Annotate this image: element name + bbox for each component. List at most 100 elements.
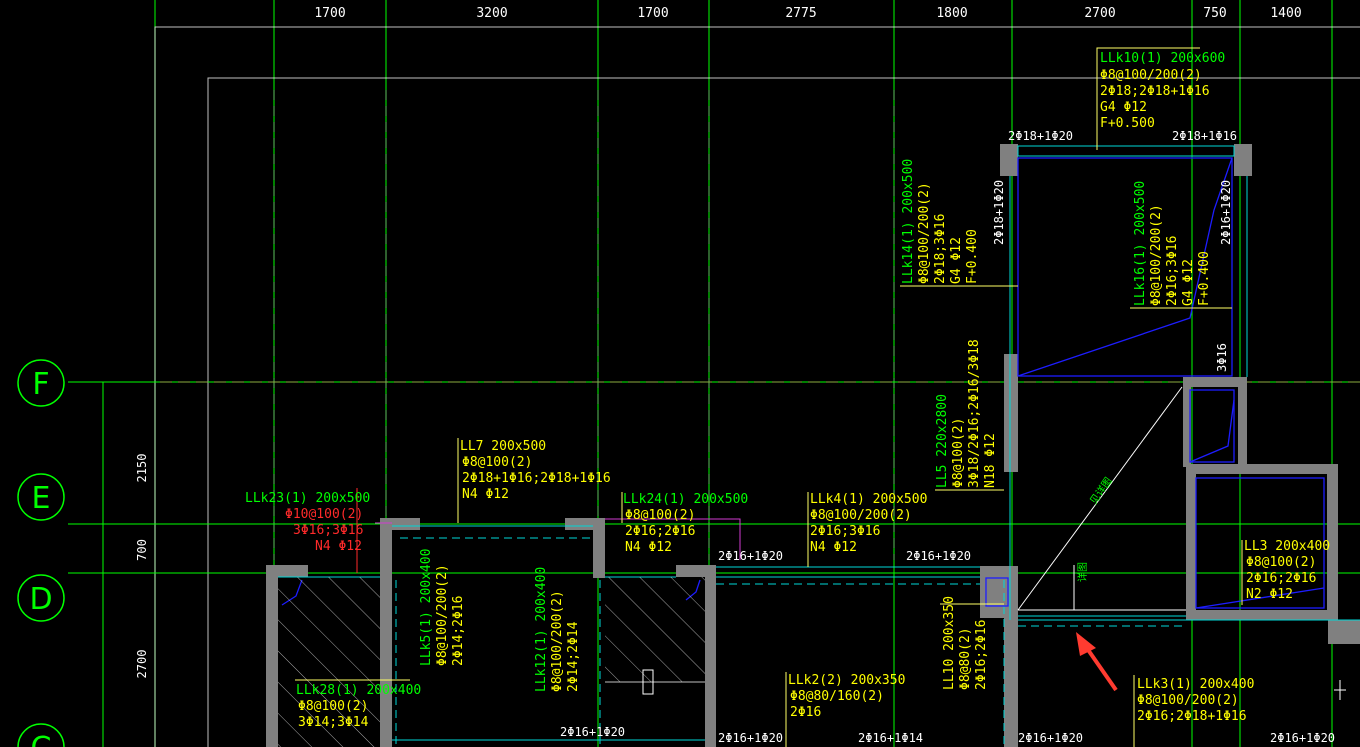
llk23-line-2: Φ10@100(2) <box>285 507 363 522</box>
rebar-a1: 2Φ16+1Φ20 <box>718 549 783 563</box>
ll10-line-3: 2Φ16;2Φ16 <box>974 620 989 690</box>
llk2-line-2: Φ8@80/160(2) <box>790 689 884 704</box>
llk23-line-3: 3Φ16;3Φ16 <box>293 523 363 538</box>
llk16-line-5: F+0.400 <box>1197 251 1212 306</box>
beam-label-llk10[interactable]: LLk10(1) 200x600 Φ8@100/200(2) 2Φ18;2Φ18… <box>1100 51 1225 131</box>
rebar-top-left: 2Φ18+1Φ20 <box>1008 129 1073 143</box>
ll10-line-1: LL10 200x350 <box>942 596 957 690</box>
ll7-line-3: 2Φ18+1Φ16;2Φ18+1Φ16 <box>462 471 611 486</box>
llk4-line-1: LLk4(1) 200x500 <box>810 492 927 507</box>
magenta-lines <box>375 518 741 560</box>
ll3-line-2: Φ8@100(2) <box>1246 555 1316 570</box>
red-arrow-icon <box>1076 632 1118 692</box>
beam-label-llk12[interactable]: LLk12(1) 200x400 Φ8@100/200(2) 2Φ14;2Φ14 <box>534 567 581 692</box>
ll3-line-3: 2Φ16;2Φ16 <box>1246 571 1316 586</box>
llk10-line-4: G4 Φ12 <box>1100 100 1147 115</box>
beam-label-llk28[interactable]: LLk28(1) 200x400 Φ8@100(2) 3Φ14;3Φ14 <box>296 683 421 730</box>
vdim-3: 2700 <box>135 650 149 679</box>
dim-4: 2775 <box>785 6 816 21</box>
stair-note: 见详图 <box>1087 475 1115 507</box>
llk5-line-1: LLk5(1) 200x400 <box>419 549 434 666</box>
llk5-line-2: Φ8@100/200(2) <box>435 564 450 666</box>
llk28-line-1: LLk28(1) 200x400 <box>296 683 421 698</box>
ll5-line-2: Φ8@100(2) <box>951 418 966 488</box>
beam-label-llk2[interactable]: LLk2(2) 200x350 Φ8@80/160(2) 2Φ16 <box>788 673 905 720</box>
dim-1: 1700 <box>314 6 345 21</box>
label-leaders <box>295 47 1243 747</box>
rebar-b4: 2Φ16+1Φ20 <box>1018 731 1083 745</box>
llk4-line-4: N4 Φ12 <box>810 540 857 555</box>
beam-label-ll5[interactable]: LL5 220x2800 Φ8@100(2) 3Φ18/2Φ16;2Φ16/3Φ… <box>935 339 998 488</box>
llk12-line-2: Φ8@100/200(2) <box>550 590 565 692</box>
ll7-line-1: LL7 200x500 <box>460 439 546 454</box>
llk24-line-3: 2Φ16;2Φ16 <box>625 524 695 539</box>
llk24-line-2: Φ8@100(2) <box>625 508 695 523</box>
llk16-line-4: G4 Φ12 <box>1181 259 1196 306</box>
beam-label-llk14[interactable]: LLk14(1) 200x500 Φ8@100/200(2) 2Φ18;3Φ16… <box>901 159 980 284</box>
axis-bubble-c[interactable]: C <box>17 723 65 747</box>
vdim-1: 2150 <box>135 454 149 483</box>
axis-bubble-d[interactable]: D <box>17 574 65 622</box>
llk24-line-1: LLk24(1) 200x500 <box>623 492 748 507</box>
slab-edges <box>281 157 1325 609</box>
llk10-line-1: LLk10(1) 200x600 <box>1100 51 1225 66</box>
llk28-line-3: 3Φ14;3Φ14 <box>298 715 369 730</box>
rebar-top-right: 2Φ18+1Φ16 <box>1172 129 1237 143</box>
dim-8: 1400 <box>1270 6 1301 21</box>
ll5-line-1: LL5 220x2800 <box>935 394 950 488</box>
misc-markers <box>642 669 1346 700</box>
rebar-right-vert: 2Φ16+1Φ20 <box>1219 180 1233 245</box>
axis-bubble-e[interactable]: E <box>17 473 65 521</box>
dashed-grid-lines <box>273 90 895 560</box>
rebar-a2: 2Φ16+1Φ20 <box>906 549 971 563</box>
llk12-line-1: LLk12(1) 200x400 <box>534 567 549 692</box>
dim-6: 2700 <box>1084 6 1115 21</box>
axis-label-d: D <box>29 582 52 617</box>
dim-7: 750 <box>1203 6 1226 21</box>
ll5-line-4: N18 Φ12 <box>983 433 998 488</box>
llk23-line-4: N4 Φ12 <box>315 539 362 554</box>
beam-label-llk23[interactable]: LLk23(1) 200x500 Φ10@100(2) 3Φ16;3Φ16 N4… <box>245 491 370 554</box>
llk4-line-2: Φ8@100/200(2) <box>810 508 912 523</box>
llk23-line-1: LLk23(1) 200x500 <box>245 491 370 506</box>
dim-5: 1800 <box>936 6 967 21</box>
ll3-line-1: LL3 200x400 <box>1244 539 1330 554</box>
beam-label-llk24[interactable]: LLk24(1) 200x500 Φ8@100(2) 2Φ16;2Φ16 N4 … <box>623 492 748 555</box>
hatch-note: 详图 <box>1076 562 1089 582</box>
llk2-line-3: 2Φ16 <box>790 705 821 720</box>
beam-label-ll3[interactable]: LL3 200x400 Φ8@100(2) 2Φ16;2Φ16 N2 Φ12 <box>1244 539 1330 602</box>
axis-bubble-f[interactable]: F <box>17 359 65 407</box>
beam-label-ll10[interactable]: LL10 200x350 Φ8@80(2) 2Φ16;2Φ16 <box>942 596 989 690</box>
rebar-b1: 2Φ16+1Φ20 <box>560 725 625 739</box>
vdim-2: 700 <box>135 539 149 561</box>
llk10-line-2: Φ8@100/200(2) <box>1100 68 1202 83</box>
rebar-b2: 2Φ16+1Φ20 <box>718 731 783 745</box>
beam-label-llk4[interactable]: LLk4(1) 200x500 Φ8@100/200(2) 2Φ16;3Φ16 … <box>810 492 927 555</box>
llk10-line-3: 2Φ18;2Φ18+1Φ16 <box>1100 84 1210 99</box>
ll7-line-2: Φ8@100(2) <box>462 455 532 470</box>
llk10-line-5: F+0.500 <box>1100 116 1155 131</box>
rebar-left-vert: 2Φ18+1Φ20 <box>992 180 1006 245</box>
llk4-line-3: 2Φ16;3Φ16 <box>810 524 880 539</box>
rebar-b3: 2Φ16+1Φ14 <box>858 731 923 745</box>
beam-label-ll7[interactable]: LL7 200x500 Φ8@100(2) 2Φ18+1Φ16;2Φ18+1Φ1… <box>460 439 611 502</box>
llk3-line-1: LLk3(1) 200x400 <box>1137 677 1254 692</box>
hatch-area-left <box>278 577 380 747</box>
llk16-line-2: Φ8@100/200(2) <box>1149 204 1164 306</box>
llk3-line-2: Φ8@100/200(2) <box>1137 693 1239 708</box>
walls <box>266 144 1360 747</box>
beam-label-llk5[interactable]: LLk5(1) 200x400 Φ8@100/200(2) 2Φ14;2Φ16 <box>419 549 466 666</box>
left-dimensions: 2150 700 2700 <box>102 382 149 747</box>
rebar-3phi16: 3Φ16 <box>1215 343 1229 372</box>
beam-label-llk3[interactable]: LLk3(1) 200x400 Φ8@100/200(2) 2Φ16;2Φ18+… <box>1137 677 1254 724</box>
llk16-line-1: LLk16(1) 200x500 <box>1133 181 1148 306</box>
llk14-line-1: LLk14(1) 200x500 <box>901 159 916 284</box>
ll5-line-3: 3Φ18/2Φ16;2Φ16/3Φ18 <box>967 339 982 488</box>
axis-label-e: E <box>32 481 51 516</box>
axis-label-c: C <box>31 731 52 747</box>
llk28-line-2: Φ8@100(2) <box>298 699 368 714</box>
stair-diagonal <box>1017 386 1186 611</box>
beam-label-llk16[interactable]: LLk16(1) 200x500 Φ8@100/200(2) 2Φ16;3Φ16… <box>1133 181 1212 306</box>
rebar-b5: 2Φ16+1Φ20 <box>1270 731 1335 745</box>
